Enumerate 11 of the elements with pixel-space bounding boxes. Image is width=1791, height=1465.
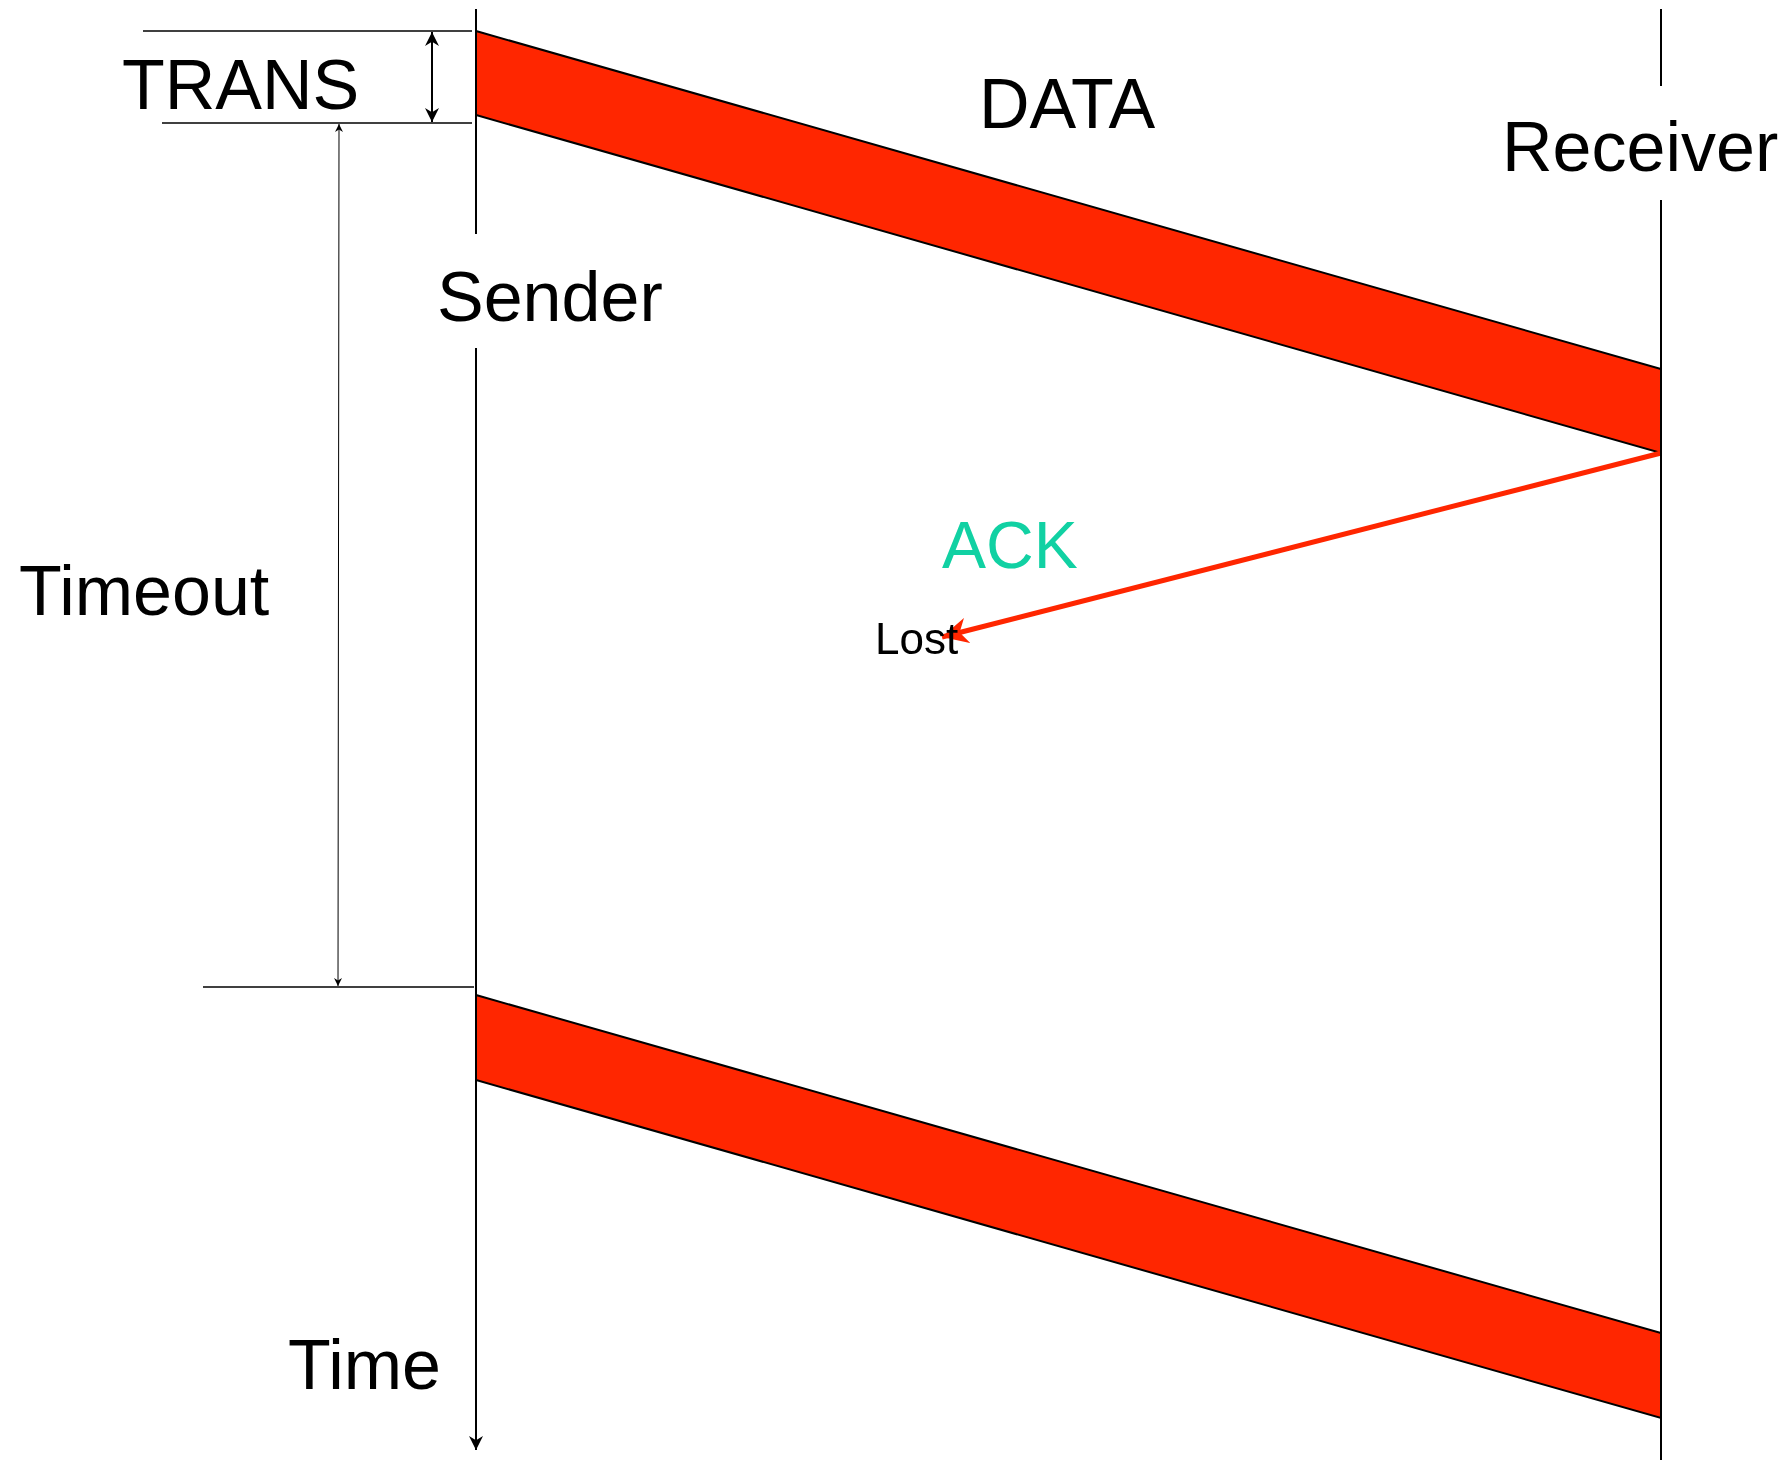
edge-label: ACK: [942, 512, 1078, 578]
lifeline-label: Sender: [437, 262, 663, 332]
dimension-label: Time: [288, 1330, 441, 1400]
node-label: Lost: [875, 617, 959, 661]
data-packet-band: [475, 29, 1662, 455]
dimension-label: Timeout: [19, 556, 270, 626]
arrow: [941, 450, 1662, 644]
lifeline-label: Receiver: [1502, 112, 1779, 182]
edge-label: DATA: [979, 69, 1156, 139]
data-packet-band: [475, 993, 1662, 1420]
dimension-label: TRANS: [122, 50, 360, 120]
